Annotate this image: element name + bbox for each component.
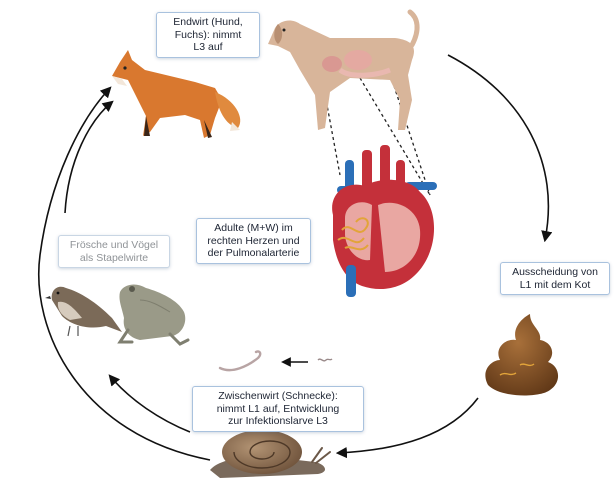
feces-icon — [485, 314, 558, 395]
leader-lines — [322, 78, 430, 195]
label-paratenic-hosts: Frösche und Vögel als Stapelwirte — [58, 235, 170, 268]
arrow-snail-to-fox — [39, 88, 210, 460]
arrow-dog-to-excretion — [448, 55, 548, 240]
dog-icon — [268, 12, 417, 130]
frog-icon — [119, 285, 188, 344]
label-adults: Adulte (M+W) im rechten Herzen und der P… — [196, 218, 311, 264]
label-intermediate-host: Zwischenwirt (Schnecke): nimmt L1 auf, E… — [192, 386, 364, 432]
larva-small-icon — [318, 359, 332, 361]
label-final-host: Endwirt (Hund, Fuchs): nimmt L3 auf — [156, 12, 260, 58]
arrow-birds-to-fox — [65, 102, 112, 213]
label-excretion: Ausscheidung von L1 mit dem Kot — [500, 262, 610, 295]
fox-icon — [112, 50, 240, 138]
snail-icon — [210, 430, 330, 478]
larva-icon — [220, 351, 260, 370]
sparrow-icon — [45, 287, 122, 336]
